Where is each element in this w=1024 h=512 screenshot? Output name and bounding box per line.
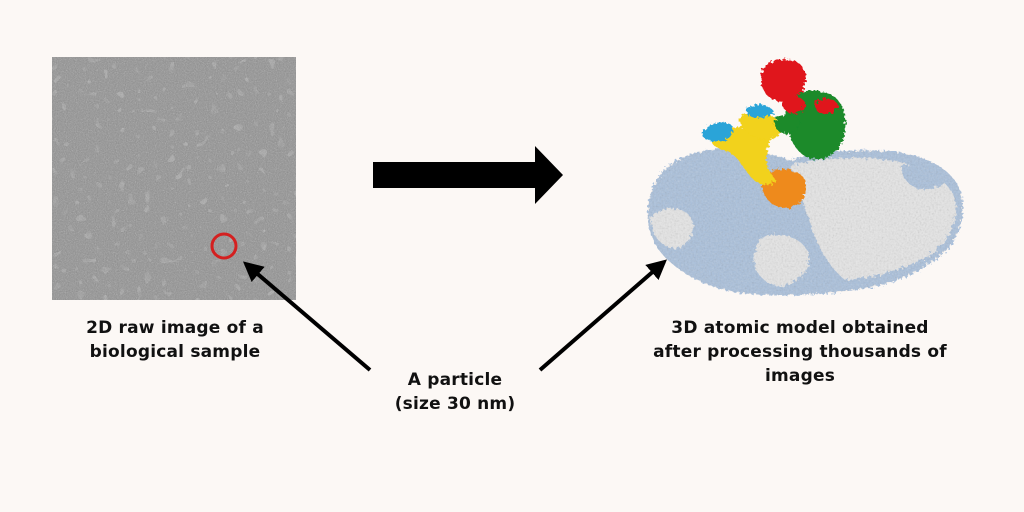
raw-image-caption: 2D raw image of a biological sample [40, 316, 310, 364]
particle-highlight-circle [210, 232, 238, 260]
atomic-model-image [647, 59, 963, 296]
particle-caption-line-2: (size 30 nm) [394, 394, 516, 414]
particle-caption: A particle (size 30 nm) [360, 368, 550, 416]
raw-micrograph-image [52, 57, 296, 300]
model-caption-line-1: 3D atomic model obtained [671, 318, 929, 338]
raw-image-caption-line-1: 2D raw image of a [86, 318, 264, 338]
model-caption-line-2: after processing thousands of [653, 342, 947, 362]
model-caption-line-3: images [764, 366, 836, 386]
arrow-to-particle [242, 261, 372, 372]
arrow-to-model [538, 259, 668, 372]
particle-caption-line-1: A particle [407, 370, 503, 390]
model-red-domain [761, 59, 806, 102]
model-caption: 3D atomic model obtained after processin… [630, 316, 970, 388]
micrograph-noise [52, 57, 296, 300]
model-yellow-domain [711, 126, 776, 185]
raw-image-caption-line-2: biological sample [89, 342, 261, 362]
process-arrow [373, 146, 563, 204]
model-cyan-domain [702, 122, 733, 142]
